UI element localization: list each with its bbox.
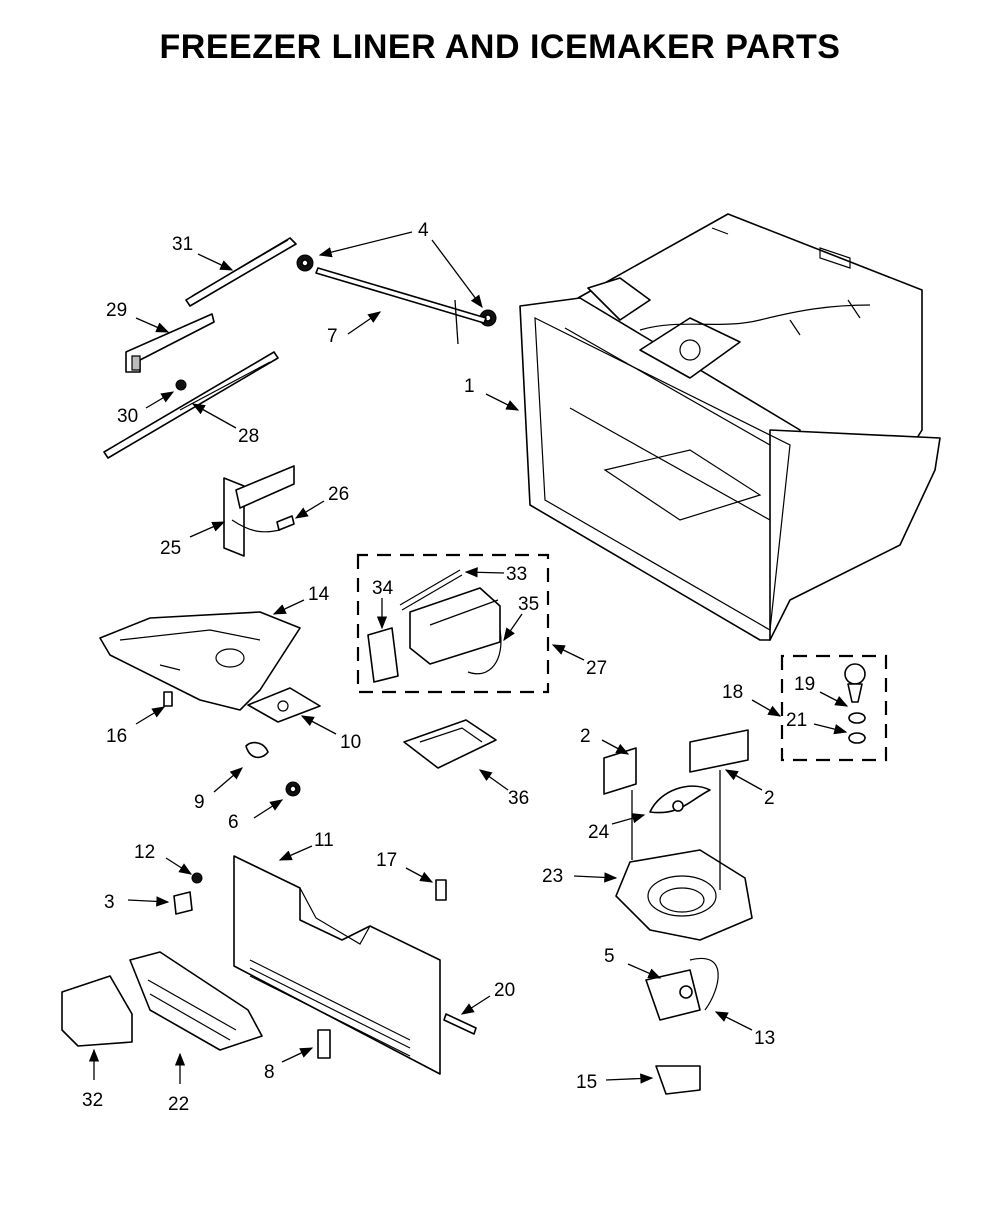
callout-13: 13 bbox=[754, 1028, 775, 1049]
part-13-wire bbox=[689, 957, 719, 1011]
callout-8: 8 bbox=[264, 1062, 275, 1083]
leader-lines bbox=[88, 231, 849, 1084]
page-title: FREEZER LINER AND ICEMAKER PARTS bbox=[159, 28, 841, 66]
part-17-clip bbox=[435, 879, 447, 901]
part-24-fan-blade bbox=[649, 785, 711, 814]
callout-2b: 2 bbox=[764, 788, 775, 809]
part-1-freezer-liner bbox=[519, 213, 941, 641]
callout-28: 28 bbox=[238, 426, 259, 447]
part-26-screw bbox=[276, 515, 295, 531]
callout-29: 29 bbox=[106, 300, 127, 321]
callout-2a: 2 bbox=[580, 726, 591, 747]
callout-27: 27 bbox=[586, 658, 607, 679]
callout-5: 5 bbox=[604, 946, 615, 967]
callout-labels: 31 4 7 29 30 28 1 26 25 14 16 10 34 33 3… bbox=[82, 220, 815, 1115]
part-34-cover bbox=[367, 627, 399, 683]
callout-21: 21 bbox=[786, 710, 807, 731]
part-15-bracket bbox=[655, 1065, 701, 1095]
callout-1: 1 bbox=[464, 376, 475, 397]
callout-23: 23 bbox=[542, 866, 563, 887]
icemaker-body bbox=[409, 587, 501, 665]
callout-9: 9 bbox=[194, 792, 205, 813]
callout-26: 26 bbox=[328, 484, 349, 505]
callout-19: 19 bbox=[794, 674, 815, 695]
part-31-rail bbox=[185, 237, 297, 307]
part-12-screw bbox=[191, 872, 203, 884]
callout-10: 10 bbox=[340, 732, 361, 753]
callout-31: 31 bbox=[172, 234, 193, 255]
callout-33: 33 bbox=[506, 564, 527, 585]
part-10-gasket bbox=[247, 687, 321, 723]
part-25-bracket bbox=[223, 465, 295, 557]
part-3-clip bbox=[173, 891, 193, 915]
part-30-screw bbox=[175, 379, 187, 391]
callout-17: 17 bbox=[376, 850, 397, 871]
part-33-harness bbox=[399, 569, 463, 611]
part-28-rail bbox=[103, 351, 279, 459]
part-7-rod bbox=[315, 267, 487, 345]
callout-34: 34 bbox=[372, 578, 394, 599]
part-32-duct bbox=[61, 975, 133, 1047]
callout-22: 22 bbox=[168, 1094, 189, 1115]
part-6-nut bbox=[285, 781, 301, 797]
part-14-ice-chute bbox=[99, 611, 301, 711]
part-19-fitting bbox=[844, 663, 866, 703]
part-5-motor bbox=[645, 969, 701, 1021]
callout-20: 20 bbox=[494, 980, 515, 1001]
callout-11: 11 bbox=[314, 830, 334, 851]
part-27-icemaker-assembly bbox=[356, 553, 550, 694]
callout-18: 18 bbox=[722, 682, 743, 703]
callout-16: 16 bbox=[106, 726, 127, 747]
callout-6: 6 bbox=[228, 812, 239, 833]
callout-35: 35 bbox=[518, 594, 539, 615]
callout-15: 15 bbox=[576, 1072, 597, 1093]
callout-3: 3 bbox=[104, 892, 115, 913]
part-8-spacer bbox=[317, 1029, 331, 1059]
part-21-nut bbox=[848, 712, 866, 744]
part-20-rod bbox=[443, 1013, 477, 1035]
callout-30: 30 bbox=[117, 406, 138, 427]
part-2-gasket-b bbox=[689, 729, 749, 773]
part-11-cover-panel bbox=[233, 855, 441, 1075]
callout-32: 32 bbox=[82, 1090, 103, 1111]
callout-14: 14 bbox=[308, 584, 330, 605]
part-35-wire bbox=[467, 629, 502, 675]
part-16-clip bbox=[163, 691, 173, 707]
part-2-gasket-a bbox=[603, 747, 637, 795]
part-9-fitting bbox=[245, 741, 269, 759]
callout-24: 24 bbox=[588, 822, 610, 843]
part-22-grille bbox=[129, 951, 263, 1051]
part-29-bracket bbox=[125, 313, 215, 373]
callout-12: 12 bbox=[134, 842, 155, 863]
callout-4: 4 bbox=[418, 220, 429, 241]
callout-7: 7 bbox=[327, 326, 338, 347]
part-36-ice-bin bbox=[403, 719, 497, 769]
part-4-gears bbox=[296, 254, 497, 327]
part-23-fan-shroud bbox=[615, 849, 753, 941]
callout-25: 25 bbox=[160, 538, 181, 559]
part-18-kit bbox=[780, 654, 888, 762]
callout-36: 36 bbox=[508, 788, 529, 809]
